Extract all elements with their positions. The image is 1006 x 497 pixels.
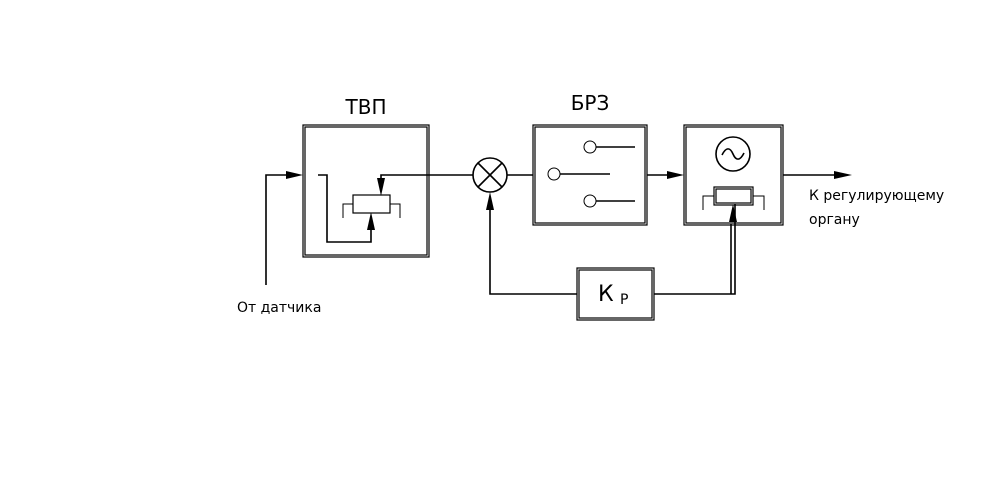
output-label-line2: органу xyxy=(809,212,860,228)
brz-label: БРЗ xyxy=(571,91,610,115)
kp-block: К Р xyxy=(576,267,655,321)
brz-block xyxy=(532,124,648,226)
input-line xyxy=(265,171,303,285)
input-label: От датчика xyxy=(237,300,321,316)
output-label-line1: К регулирующему xyxy=(809,188,944,204)
output-line xyxy=(783,171,852,179)
tvp-label: ТВП xyxy=(345,95,387,119)
feedback-path xyxy=(486,192,737,295)
kp-label-sub: Р xyxy=(620,292,628,308)
link-brz-actuator xyxy=(647,171,684,179)
tvp-block xyxy=(302,124,473,258)
summing-junction xyxy=(472,157,508,193)
generator-icon xyxy=(715,136,751,172)
kp-label-main: К xyxy=(598,282,614,307)
